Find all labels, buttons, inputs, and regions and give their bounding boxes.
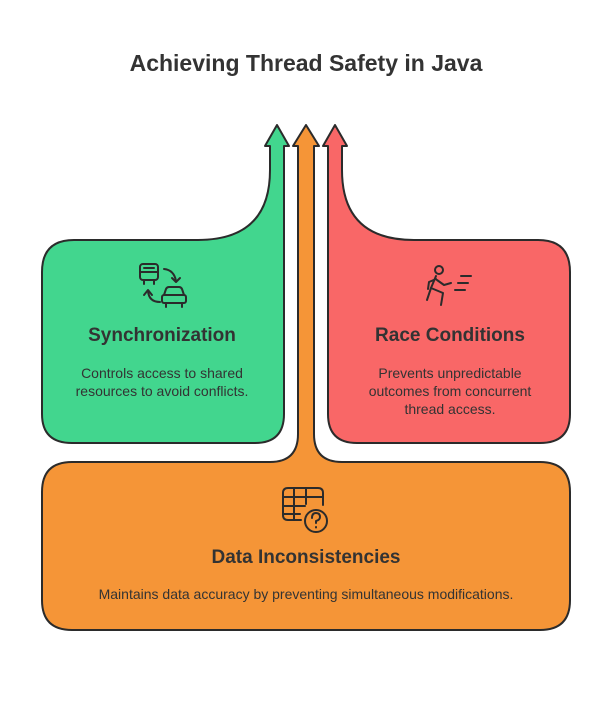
data-inconsistencies-heading: Data Inconsistencies xyxy=(211,547,401,568)
vehicles-sync-icon xyxy=(139,263,187,308)
data-inconsistencies-description: Maintains data accuracy by preventing si… xyxy=(98,586,514,602)
synchronization-description: Controls access to shared resources to a… xyxy=(75,365,249,399)
race-conditions-description: Prevents unpredictable outcomes from con… xyxy=(368,365,532,417)
data-inconsistencies-shape xyxy=(41,124,571,631)
race-conditions-heading: Race Conditions xyxy=(375,325,525,346)
synchronization-shape xyxy=(41,124,290,444)
synchronization-heading: Synchronization xyxy=(88,325,236,346)
running-person-icon xyxy=(426,265,472,306)
table-question-icon xyxy=(282,487,328,533)
page-title: Achieving Thread Safety in Java xyxy=(129,50,483,76)
